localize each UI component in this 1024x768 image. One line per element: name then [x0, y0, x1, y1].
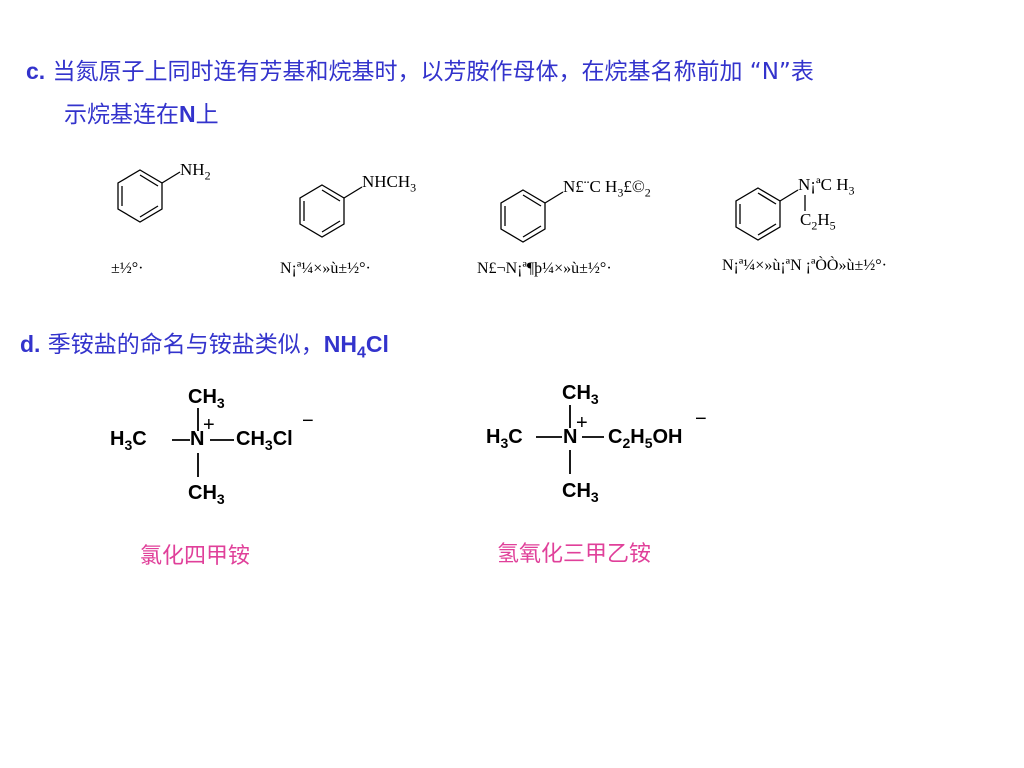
salt2-plus-charge: +: [576, 412, 588, 434]
substituent-1: NH2: [180, 160, 211, 183]
benzene-ring-4: [735, 187, 799, 241]
point-c-text-2: 示烷基连在: [64, 102, 179, 128]
salt2-center-atom: N: [563, 426, 578, 448]
salt1-center-atom: N: [190, 428, 205, 450]
substituent-4: N¡ªC H3: [798, 175, 855, 198]
salt1-top-group: CH3: [188, 386, 225, 411]
point-d-text: 季铵盐的命名与铵盐类似，: [47, 332, 324, 358]
point-c-label: c.: [26, 58, 46, 84]
point-c-line1: c. 当氮原子上同时连有芳基和烷基时，以芳胺作母体，在烷基名称前加 “N”表: [26, 52, 814, 86]
structure-caption-1: ±½°·: [111, 260, 144, 277]
salt1-right-group: CH3Cl: [236, 428, 293, 453]
point-d-formula: NH4Cl: [323, 331, 389, 362]
structure-caption-2: N¡ª¼×»ù±½°·: [280, 260, 371, 277]
point-c-end: 上: [195, 102, 219, 128]
salt2-bottom-group: CH3: [562, 480, 599, 505]
point-c-text: 当氮原子上同时连有芳基和烷基时，以芳胺作母体，在烷基名称前加 “N”表: [52, 59, 814, 85]
salt2-minus-charge: −: [695, 408, 707, 430]
salt1-bonds: [172, 408, 234, 477]
substituent-4-lower: C2H5: [800, 210, 836, 233]
structure-caption-3: N£¬N¡ª¶þ¼×»ù±½°·: [477, 260, 612, 277]
salt1-plus-charge: +: [203, 414, 215, 436]
benzene-ring-1: [117, 169, 181, 223]
structure-caption-4: N¡ª¼×»ù¡ªN ¡ªÒÒ»ù±½°·: [722, 257, 887, 274]
benzene-ring-2: [299, 184, 363, 238]
salt1-bottom-group: CH3: [188, 482, 225, 507]
point-d-heading: d. 季铵盐的命名与铵盐类似，NH4Cl: [20, 325, 389, 363]
point-d-label: d.: [20, 331, 41, 357]
salt1-minus-charge: −: [302, 410, 314, 432]
substituent-2: NHCH3: [362, 172, 417, 195]
salt2-right-group: C2H5OH: [608, 426, 683, 451]
n-ethyl-bond: [804, 195, 806, 211]
salt2-name: 氢氧化三甲乙铵: [497, 542, 652, 567]
salt2-top-group: CH3: [562, 382, 599, 407]
point-c-n: N: [179, 101, 196, 127]
point-c-line2: 示烷基连在N上: [64, 95, 219, 129]
substituent-3: N£¨C H3£©2: [563, 177, 651, 200]
benzene-ring-3: [500, 189, 564, 243]
salt1-name: 氯化四甲铵: [140, 544, 251, 569]
salt2-left-group: H3C: [486, 426, 523, 451]
salt1-left-group: H3C: [110, 428, 147, 453]
salt2-bonds: [536, 405, 604, 474]
